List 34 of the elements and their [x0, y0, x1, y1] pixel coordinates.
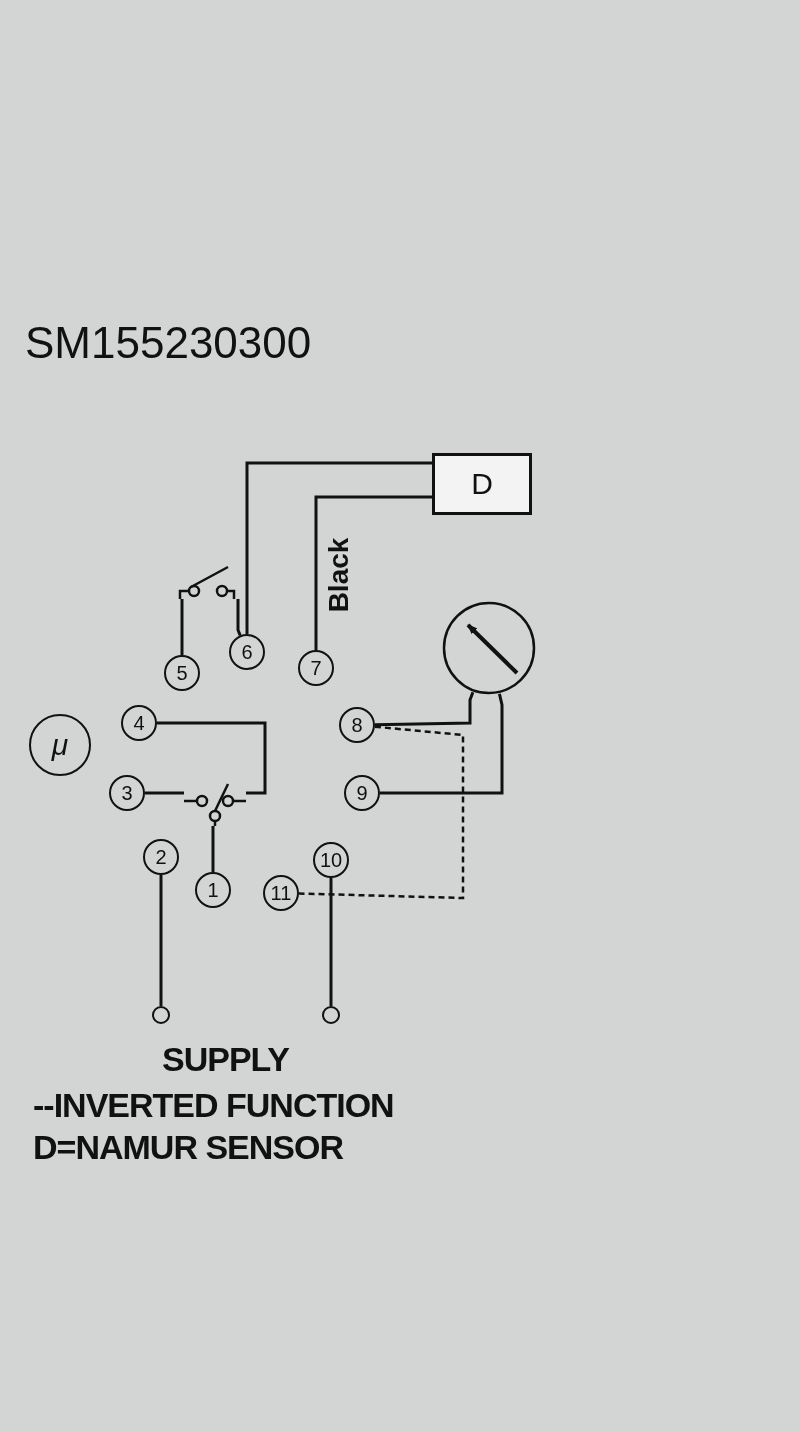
terminal-number: 9: [344, 775, 380, 811]
legend-note: --INVERTED FUNCTION: [33, 1086, 394, 1125]
terminal-number: 4: [121, 705, 157, 741]
symbol-circle: μ: [29, 714, 91, 776]
wire: [245, 461, 432, 634]
model-number: SM155230300: [25, 318, 312, 368]
terminal-number: 8: [339, 707, 375, 743]
wire: [159, 875, 163, 1006]
terminal-number: 2: [143, 839, 179, 875]
terminal-circle: [322, 1006, 340, 1024]
switch-symbol: [178, 565, 238, 599]
terminal-number: 10: [313, 842, 349, 878]
terminal-number: 3: [109, 775, 145, 811]
wire: [211, 826, 215, 872]
wire: [329, 878, 333, 1006]
dashed-wire: [298, 725, 465, 900]
terminal-number: 7: [298, 650, 334, 686]
terminal-number: 11: [263, 875, 299, 911]
terminal-number: 1: [195, 872, 231, 908]
edge-label: Black: [324, 537, 355, 613]
wire: [380, 693, 504, 795]
wire: [374, 691, 475, 727]
supply-label: SUPPLY: [162, 1040, 289, 1079]
wire: [157, 721, 267, 795]
terminal-circle: [152, 1006, 170, 1024]
wire: [180, 599, 184, 655]
note-text: D=NAMUR SENSOR: [33, 1128, 343, 1167]
terminal-number: 6: [229, 634, 265, 670]
sensor-box: D: [432, 453, 532, 515]
wire: [145, 791, 184, 795]
terminal-number: 5: [164, 655, 200, 691]
wire: [236, 599, 242, 636]
meter-symbol: [442, 601, 536, 695]
wire: [314, 495, 432, 650]
